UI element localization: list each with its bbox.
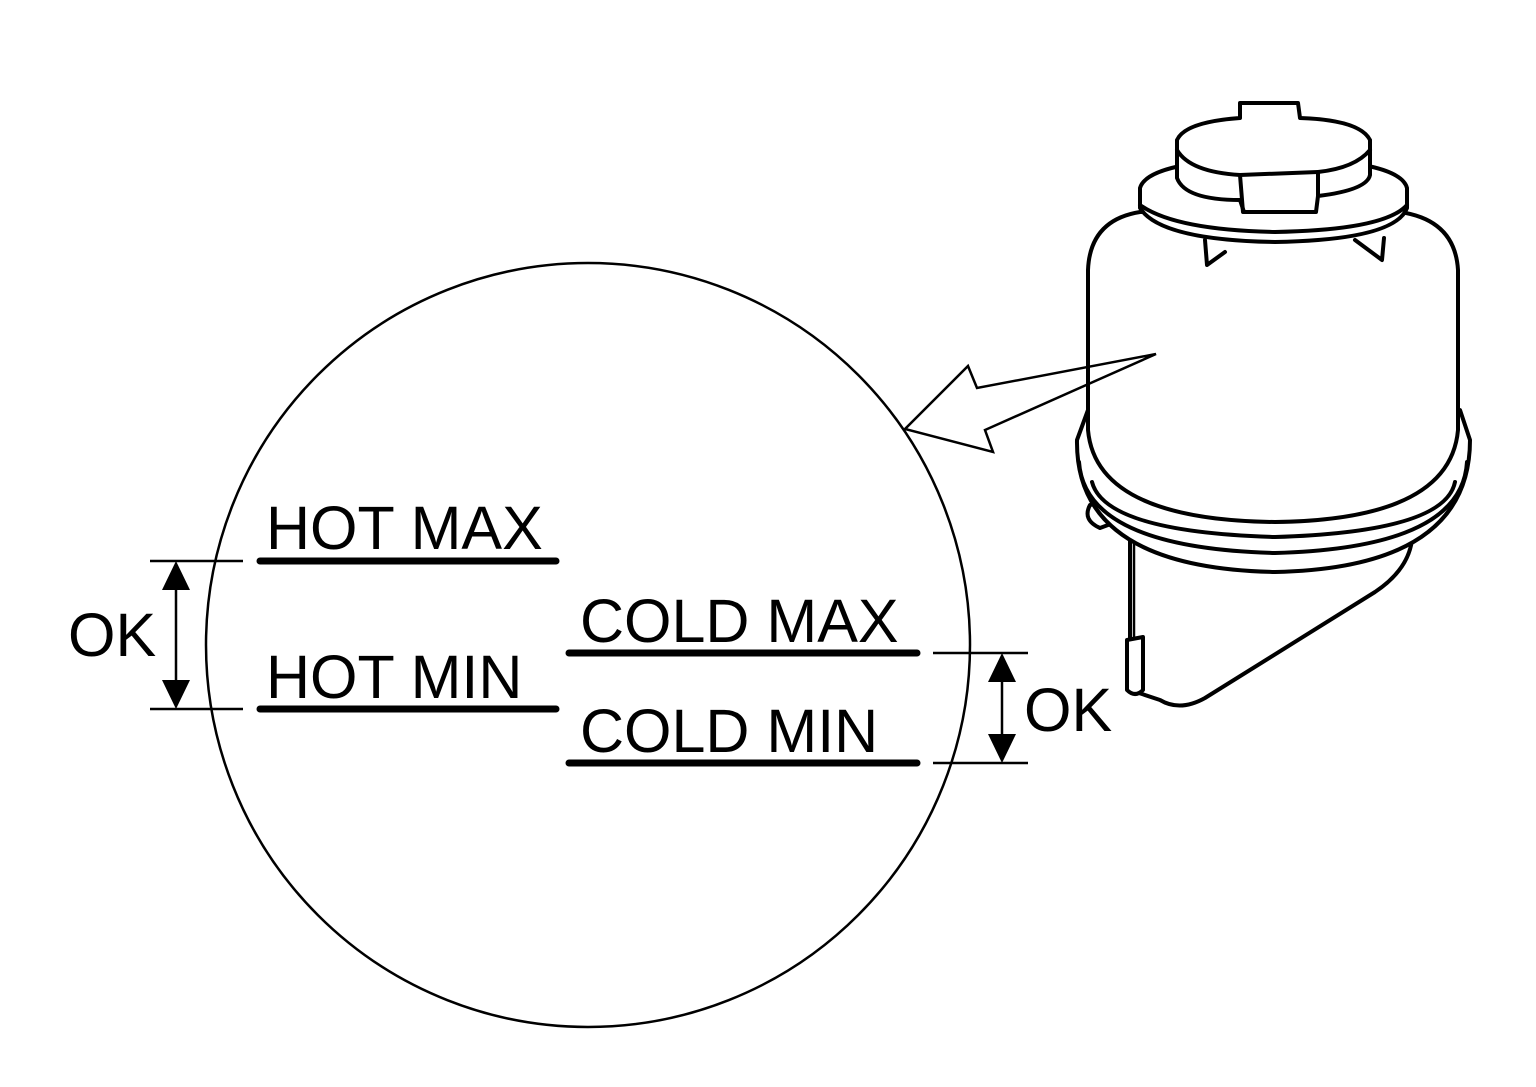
- tank-lower-body: [1128, 528, 1414, 708]
- hot-max-label: HOT MAX: [266, 494, 543, 562]
- tank-upper-body: [1086, 210, 1460, 524]
- tank-cap: [1175, 101, 1372, 214]
- arrowhead-up-icon: [988, 653, 1016, 682]
- magnified-view-circle: [204, 261, 972, 1029]
- ok-cold-dimension: [933, 651, 1028, 765]
- tank-side-tube: [1125, 635, 1145, 696]
- pointer-arrow: [902, 352, 1157, 454]
- arrowhead-down-icon: [162, 680, 190, 709]
- ok-cold-label: OK: [1024, 676, 1112, 744]
- arrowhead-down-icon: [988, 734, 1016, 763]
- reservoir-tank: [1074, 101, 1472, 708]
- ok-hot-label: OK: [68, 601, 156, 669]
- cold-max-label: COLD MAX: [580, 587, 899, 655]
- arrowhead-up-icon: [162, 561, 190, 590]
- cold-min-label: COLD MIN: [580, 697, 878, 765]
- hot-min-label: HOT MIN: [266, 643, 522, 711]
- ok-hot-dimension: [150, 559, 243, 711]
